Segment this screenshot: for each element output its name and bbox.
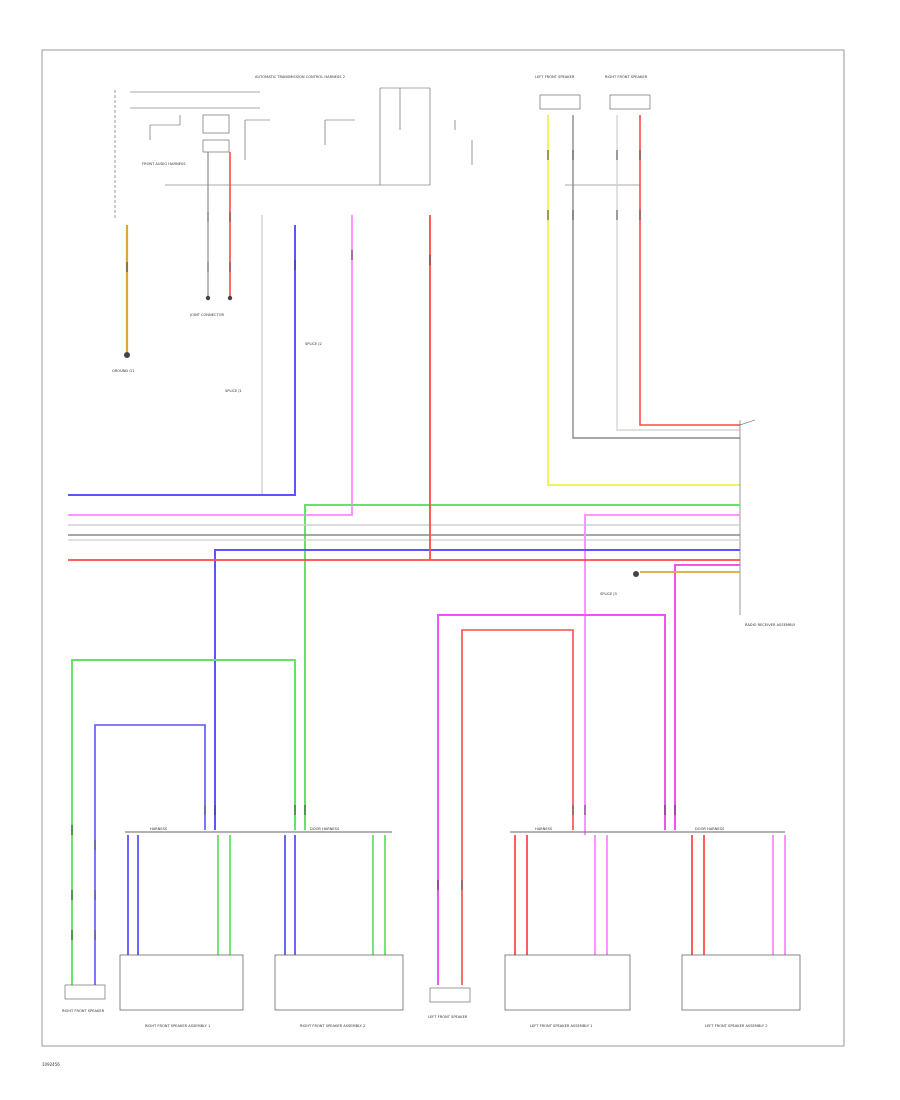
right-splice-dot xyxy=(633,571,639,577)
right-front-speaker-2-label: RIGHT FRONT SPEAKER ASSEMBLY 2 xyxy=(300,1024,365,1028)
blue-wire-top xyxy=(68,225,296,496)
left-front-speaker-2 xyxy=(681,954,801,1011)
short-wires-group xyxy=(205,152,233,301)
audio-unit-label: RADIO RECEIVER ASSEMBLY xyxy=(745,623,796,627)
right-top-connector-1-label: LEFT FRONT SPEAKER xyxy=(535,75,575,79)
left-ground-label: GROUND G1 xyxy=(112,369,134,373)
left-harness-label-a: HARNESS xyxy=(150,827,168,831)
bottom-center-connector-label: LEFT FRONT SPEAKER xyxy=(428,1015,468,1019)
magenta-wire-main xyxy=(674,564,740,830)
right-harness-label-a: HARNESS xyxy=(535,827,553,831)
right-speaker-1-wires xyxy=(514,835,608,955)
green-wire-main xyxy=(304,504,740,830)
right-top-connector-2-label: RIGHT FRONT SPEAKER xyxy=(605,75,648,79)
magenta-wire-bottom-loop xyxy=(437,614,666,985)
green-wire-left-loop xyxy=(71,659,296,985)
pink-wire-main xyxy=(68,215,353,516)
top-left-connector-label: FRONT AUDIO HARNESS xyxy=(142,162,186,166)
footer-code: 1092456 xyxy=(42,1062,60,1067)
left-front-speaker-1 xyxy=(504,954,631,1011)
right-harness-label-b: DOOR HARNESS xyxy=(695,827,725,831)
left-harness-label-b: DOOR HARNESS xyxy=(310,827,340,831)
center-left-splice-label: SPLICE J1 xyxy=(225,389,242,393)
left-front-speaker-2-label: LEFT FRONT SPEAKER ASSEMBLY 2 xyxy=(705,1024,767,1028)
right-front-speaker-1 xyxy=(119,954,244,1011)
left-speaker-1-wires xyxy=(127,835,231,955)
center-splice-label: SPLICE J2 xyxy=(305,342,322,346)
audio-unit-connector xyxy=(739,419,756,615)
red-wire-main xyxy=(68,215,431,561)
right-front-speaker-2 xyxy=(274,954,404,1011)
top-harness-group xyxy=(114,87,473,220)
yellow-wire xyxy=(547,115,740,486)
bottom-left-connector xyxy=(64,984,106,1000)
left-speaker-2-wires xyxy=(284,835,386,955)
right-front-speaker-1-label: RIGHT FRONT SPEAKER ASSEMBLY 1 xyxy=(145,1024,210,1028)
orange-ground-wire xyxy=(124,225,130,358)
bottom-left-connector-label: RIGHT FRONT SPEAKER xyxy=(62,1009,105,1013)
pink-wire-bottom-loop xyxy=(461,629,574,985)
right-top-connectors xyxy=(539,94,651,186)
connector-marks xyxy=(71,150,676,940)
red-wire-right xyxy=(639,115,740,426)
top-harness-label: AUTOMATIC TRANSMISSION CONTROL HARNESS 2 xyxy=(255,75,345,79)
gray-wire-right-1 xyxy=(572,115,740,439)
bottom-center-connector xyxy=(429,987,471,1003)
light-gray-wire-right xyxy=(616,115,740,431)
left-front-speaker-1-label: LEFT FRONT SPEAKER ASSEMBLY 1 xyxy=(530,1024,592,1028)
right-speaker-2-wires xyxy=(691,835,786,955)
blue-wire-left-loop xyxy=(94,724,206,985)
blue-wire-main xyxy=(214,549,740,830)
pink-wire-right-long xyxy=(584,514,740,835)
diagram-frame xyxy=(41,49,845,1047)
joint-connector-label: JOINT CONNECTOR xyxy=(189,313,224,317)
right-splice-label: SPLICE J3 xyxy=(600,592,617,596)
